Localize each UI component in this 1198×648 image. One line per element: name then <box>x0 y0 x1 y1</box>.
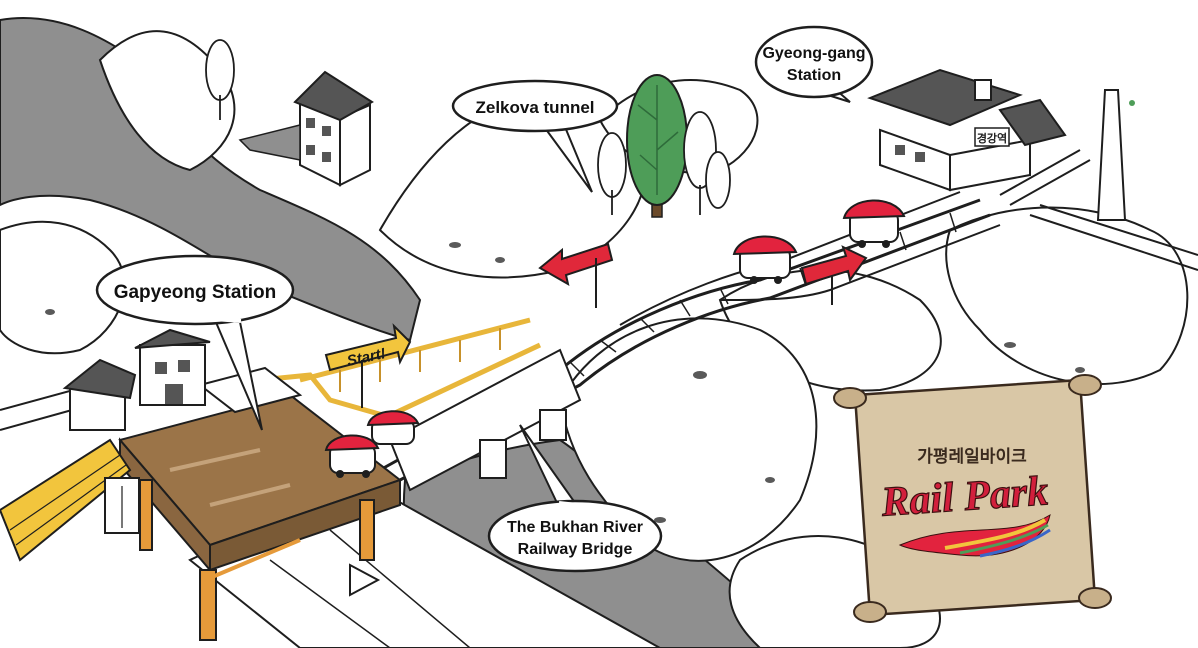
elevator-box <box>104 477 140 534</box>
zelkova-tunnel-label: Zelkova tunnel <box>475 98 594 117</box>
gyeonggang-station-label-line1: Gyeong-gang <box>762 45 865 62</box>
bridge-label-line1: The Bukhan River <box>507 519 643 536</box>
rail-park-logo: 가평레일바이크 Rail Park <box>833 374 1112 623</box>
right-arrow-icon <box>800 245 868 305</box>
bridge-railing <box>259 317 542 423</box>
riverside-house <box>238 70 374 187</box>
outline-trees <box>205 39 731 215</box>
gapyeong-station-callout: Gapyeong Station <box>95 254 295 431</box>
station-road <box>999 149 1091 206</box>
bridge-callout: The Bukhan River Railway Bridge <box>487 424 663 573</box>
railbike-1 <box>324 434 380 478</box>
left-arrow-icon <box>538 242 614 308</box>
bukhan-river-railway-bridge <box>388 348 582 492</box>
hill-shading <box>45 242 1085 523</box>
railbike-2 <box>366 410 420 445</box>
triangle-road-marking-icon <box>349 563 381 597</box>
gyeonggang-station-label-line2: Station <box>787 67 841 84</box>
gyeonggang-station-sign: 경강역 <box>977 131 1007 145</box>
gapyeong-station-building <box>62 328 211 431</box>
bare-tree <box>1096 89 1135 221</box>
logo-korean-title: 가평레일바이크 <box>917 447 1027 467</box>
railbike-4 <box>842 199 906 248</box>
zelkova-tunnel-callout: Zelkova tunnel <box>451 79 619 193</box>
bridge-label-line2: Railway Bridge <box>518 541 633 558</box>
start-sign: Start! <box>324 323 412 408</box>
logo-rainbow-swoosh <box>898 513 1051 557</box>
railbike-3 <box>732 235 798 284</box>
gyeonggang-station-building: 경강역 <box>867 68 1067 192</box>
gyeonggang-station-callout: Gyeong-gang Station <box>754 25 874 103</box>
gapyeong-station-label: Gapyeong Station <box>114 282 277 303</box>
logo-brand-name: Rail Park <box>879 468 1050 526</box>
gapyeong-platform <box>118 393 403 641</box>
top-road <box>1029 204 1198 271</box>
railing-posts <box>339 328 501 392</box>
